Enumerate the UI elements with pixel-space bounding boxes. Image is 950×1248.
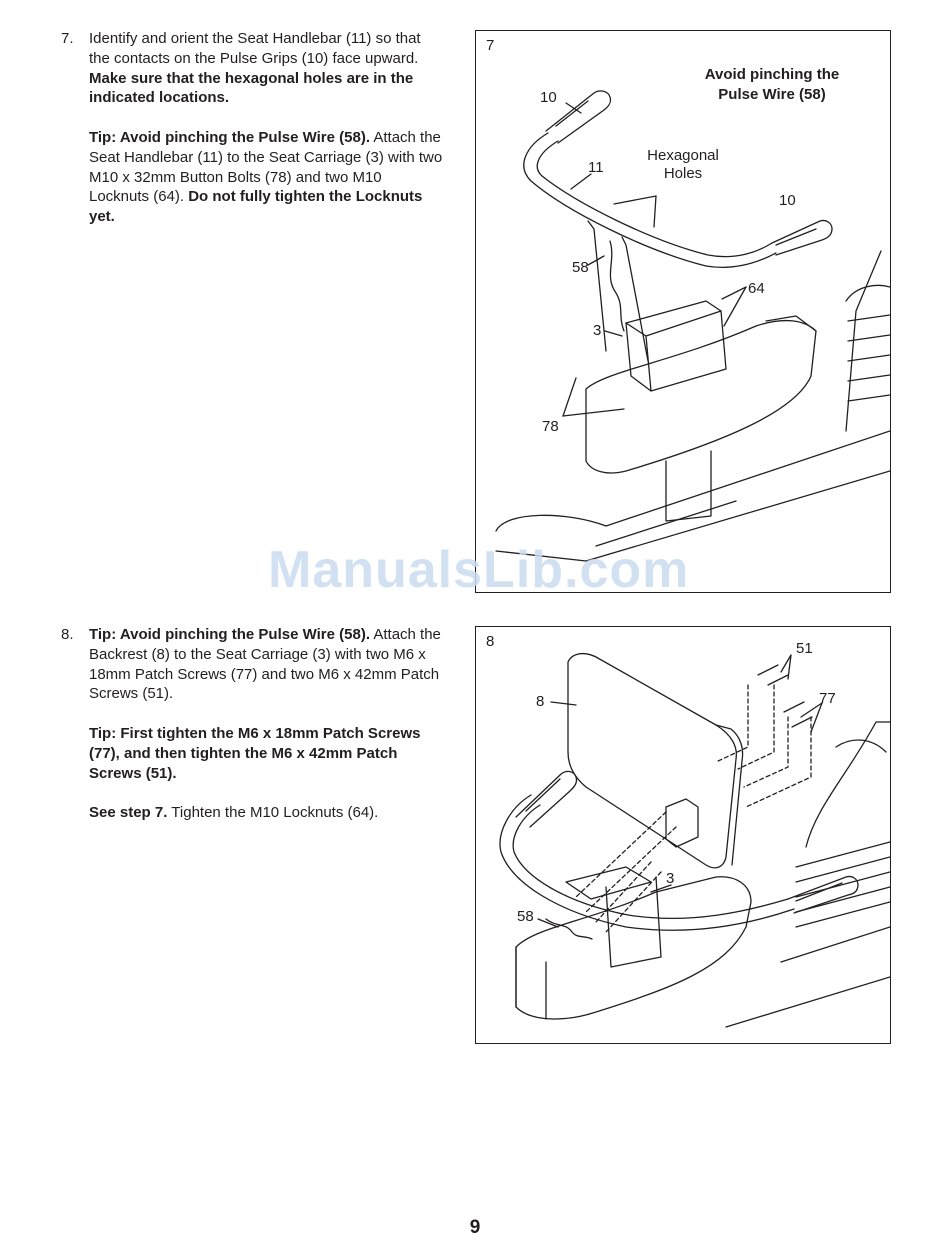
callout-77: 77: [819, 690, 836, 707]
step-8-paragraph-2: Tip: First tighten the M6 x 18mm Patch S…: [89, 724, 421, 782]
callout-10-left: 10: [540, 89, 557, 106]
callout-11: 11: [588, 159, 604, 176]
callout-3: 3: [593, 322, 602, 339]
step-8-number: 8.: [61, 626, 74, 643]
figure-8-illustration: [499, 652, 890, 1028]
hexagonal-holes-label: Hexagonal Holes: [647, 147, 719, 182]
callout-10-right: 10: [779, 192, 796, 209]
callout-8: 8: [536, 693, 545, 710]
pulse-wire-warning: Avoid pinching the Pulse Wire (58): [704, 66, 840, 103]
step-8-paragraph-3: See step 7. Tighten the M10 Locknuts (64…: [89, 804, 379, 822]
figure-8: 8 51 8 77 3 58: [475, 626, 891, 1044]
figure-7: 7 Avoid pinching the Pulse Wire (58) Hex…: [475, 30, 891, 593]
step-7-paragraph-1: Identify and orient the Seat Handlebar (…: [89, 30, 421, 107]
figure-8-label: 8: [486, 633, 495, 650]
page-number: 9: [469, 1217, 481, 1238]
figure-7-label: 7: [486, 37, 495, 54]
figure-7-illustration: [495, 90, 890, 562]
callout-3: 3: [666, 870, 675, 887]
callout-78: 78: [542, 418, 559, 435]
step-7-body: Identify and orient the Seat Handlebar (…: [89, 29, 444, 247]
watermark: ManualsLib.com: [268, 541, 690, 599]
callout-58: 58: [517, 908, 534, 925]
step-8-paragraph-1: Tip: Avoid pinching the Pulse Wire (58).…: [89, 626, 441, 703]
step-8-body: Tip: Avoid pinching the Pulse Wire (58).…: [89, 625, 444, 843]
callout-51: 51: [796, 640, 813, 657]
callout-58: 58: [572, 259, 589, 276]
callout-64: 64: [748, 280, 765, 297]
step-7-number: 7.: [61, 30, 74, 47]
step-7-paragraph-2: Tip: Avoid pinching the Pulse Wire (58).…: [89, 128, 443, 226]
